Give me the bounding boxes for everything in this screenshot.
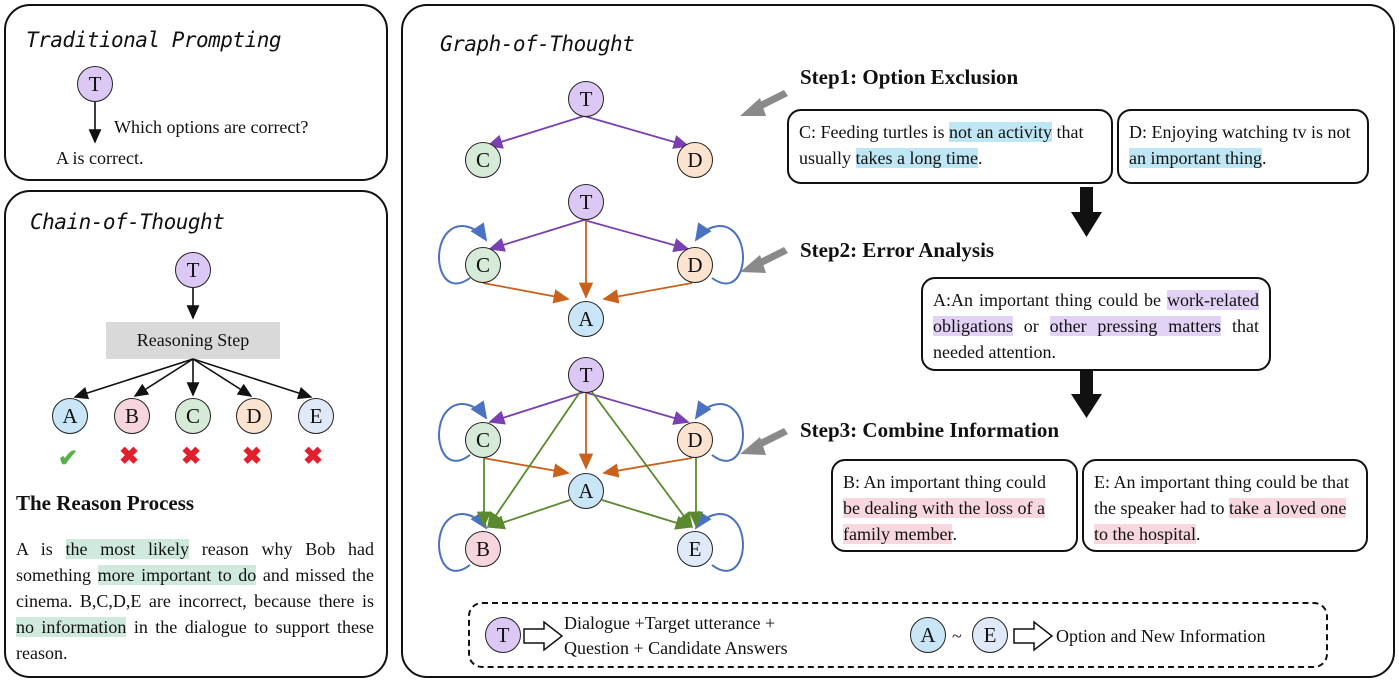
traditional-answer: A is correct.	[56, 148, 144, 168]
graph-of-thought-title: Graph-of-Thought	[440, 32, 635, 56]
legend-t-text: Dialogue +Target utterance + Question + …	[564, 613, 788, 658]
got2-edge-d-a	[602, 282, 693, 304]
down-arrow-1	[1071, 187, 1102, 237]
cot-arrow-a	[73, 358, 194, 400]
traditional-node-t: T	[77, 66, 113, 102]
cot-option-b: B	[114, 398, 150, 434]
got3-loop-e	[694, 510, 744, 572]
got1-node-t: T	[568, 81, 604, 117]
got1-node-c: C	[465, 142, 501, 178]
got2-edge-c-a	[482, 282, 570, 304]
got3-loop-b	[438, 510, 488, 572]
cross-icon: ✖	[242, 444, 263, 470]
cot-arrow-e	[192, 358, 313, 400]
got3-edge-d-a	[602, 457, 693, 478]
got2-node-d: D	[677, 247, 713, 283]
got3-node-a: A	[568, 473, 604, 509]
reasoning-step-box: Reasoning Step	[106, 322, 280, 359]
got2-edge-t-d	[583, 219, 690, 253]
cot-arrow-b	[133, 358, 194, 397]
cot-option-c: C	[175, 398, 211, 434]
got3-node-d: D	[677, 422, 713, 458]
got3-node-b: B	[465, 531, 501, 567]
cot-option-a: A	[52, 398, 88, 434]
got2-node-a: A	[568, 301, 604, 337]
step1-label: Step1: Option Exclusion	[800, 65, 1019, 89]
got3-node-t: T	[568, 357, 604, 393]
got3-edge-c-a	[482, 457, 570, 478]
cross-icon: ✖	[181, 444, 202, 470]
step1-box-d: D: Enjoying watching tv is not an import…	[1117, 109, 1369, 184]
got3-edge-a-e	[601, 499, 692, 530]
got3-edge-t-e	[591, 391, 694, 529]
cot-node-t: T	[175, 252, 211, 288]
check-icon: ✔	[58, 446, 79, 472]
got3-edge-t-d	[583, 391, 690, 425]
got3-edge-t-b	[486, 391, 581, 529]
got3-edge-a-b	[488, 499, 571, 530]
legend-arrow-ae	[1013, 620, 1054, 652]
legend-ae-text: Option and New Information	[1056, 626, 1266, 646]
step3-box-b: B: An important thing could be dealing w…	[831, 459, 1078, 552]
step3-box-e: E: An important thing could be that the …	[1082, 459, 1368, 552]
cot-option-d: D	[236, 398, 272, 434]
got1-edge-t-c	[486, 115, 585, 149]
legend-node-a: A	[910, 617, 946, 653]
got2-node-t: T	[568, 184, 604, 220]
got2-loop-d	[694, 222, 744, 285]
step2-box-a: A:An important thing could be work-relat…	[921, 277, 1271, 371]
chain-of-thought-title: Chain-of-Thought	[30, 210, 225, 234]
cross-icon: ✖	[303, 444, 324, 470]
cross-icon: ✖	[119, 444, 140, 470]
reason-process-title: The Reason Process	[16, 491, 195, 515]
step3-label: Step3: Combine Information	[800, 418, 1060, 442]
legend-box	[468, 602, 1328, 668]
legend-arrow-t	[523, 620, 564, 652]
got3-node-c: C	[465, 422, 501, 458]
gray-arrow-step3	[740, 428, 788, 455]
legend-tilde: ~	[952, 626, 962, 646]
cot-arrow-d	[192, 358, 253, 397]
got2-node-c: C	[465, 247, 501, 283]
got3-loop-d	[694, 400, 744, 462]
gray-arrow-step1	[740, 90, 788, 116]
traditional-question: Which options are correct?	[114, 117, 309, 137]
got1-node-d: D	[677, 142, 713, 178]
down-arrow-2	[1071, 369, 1102, 418]
step2-label: Step2: Error Analysis	[800, 238, 995, 262]
got3-edge-t-c	[488, 391, 585, 425]
traditional-prompting-panel	[4, 4, 388, 181]
got2-loop-c	[438, 222, 488, 285]
reason-process-text: A is the most likely reason why Bob had …	[16, 539, 374, 663]
legend-node-e: E	[972, 617, 1008, 653]
got2-edge-t-c	[488, 219, 585, 252]
legend-node-t: T	[485, 617, 521, 653]
got1-edge-t-d	[583, 115, 690, 149]
got3-node-e: E	[677, 531, 713, 567]
cot-option-e: E	[298, 398, 334, 434]
step1-box-c: C: Feeding turtles is not an activity th…	[787, 109, 1113, 184]
gray-arrow-step2	[740, 247, 788, 273]
got3-loop-c	[438, 400, 488, 462]
traditional-prompting-title: Traditional Prompting	[26, 28, 282, 52]
